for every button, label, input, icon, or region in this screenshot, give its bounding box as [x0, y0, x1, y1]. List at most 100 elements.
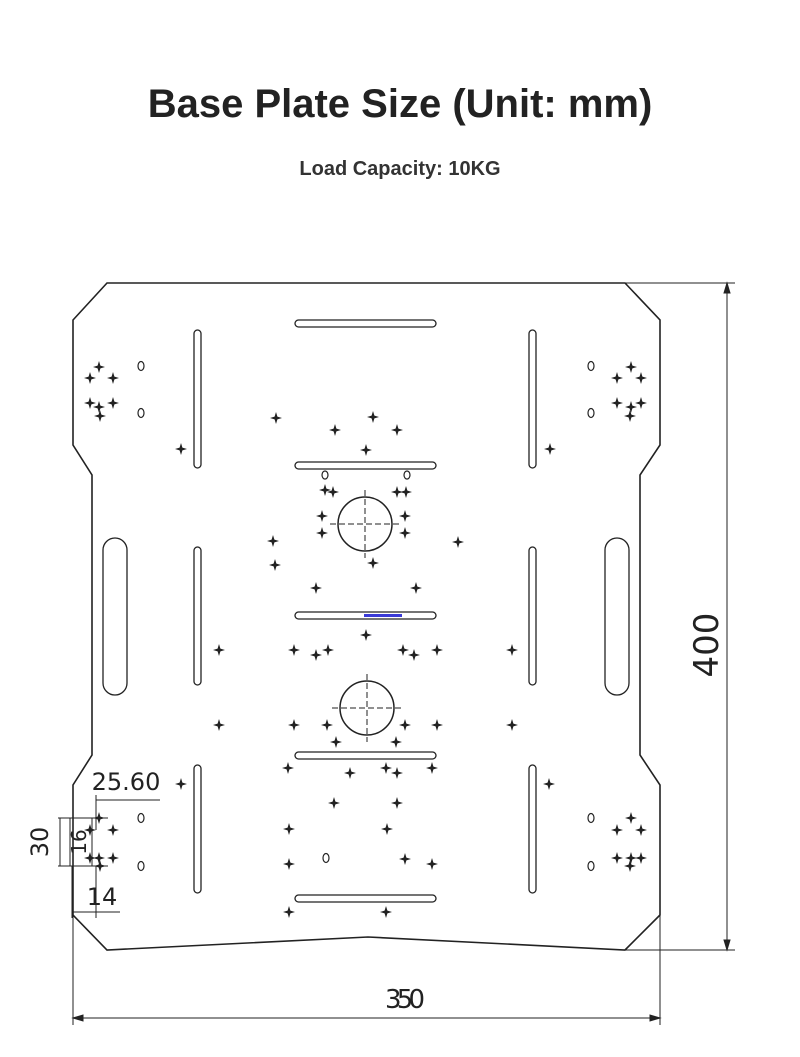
star-hole-icon	[107, 397, 119, 409]
height-dimension-label: 400	[687, 613, 727, 678]
slot	[193, 764, 202, 894]
oval-hole	[137, 407, 145, 419]
star-hole-icon	[316, 527, 328, 539]
star-hole-icon	[399, 510, 411, 522]
star-hole-icon	[93, 361, 105, 373]
star-hole-icon	[380, 762, 392, 774]
star-hole-icon	[213, 644, 225, 656]
star-hole-icon	[544, 443, 556, 455]
motor-holes	[337, 496, 395, 736]
slot	[528, 329, 537, 469]
circle-hole	[337, 496, 393, 552]
star-hole-icon	[269, 559, 281, 571]
star-hole-icon	[328, 797, 340, 809]
star-hole-icon	[390, 736, 402, 748]
slot	[294, 751, 437, 760]
star-hole-icon	[635, 397, 647, 409]
star-hole-icon	[367, 557, 379, 569]
star-hole-icon	[400, 486, 412, 498]
star-hole-icon	[84, 852, 96, 864]
star-hole-icon	[283, 823, 295, 835]
star-hole-icon	[431, 719, 443, 731]
star-hole-icon	[107, 372, 119, 384]
mounting-holes	[84, 361, 647, 918]
star-hole-icon	[367, 411, 379, 423]
star-hole-icon	[288, 719, 300, 731]
star-hole-icon	[397, 644, 409, 656]
star-hole-icon	[329, 424, 341, 436]
star-hole-icon	[327, 486, 339, 498]
oval-hole	[321, 470, 329, 480]
page-title: Base Plate Size (Unit: mm)	[147, 82, 653, 126]
star-hole-icon	[360, 629, 372, 641]
star-hole-icon	[611, 852, 623, 864]
oval-hole	[587, 407, 595, 419]
slot	[294, 319, 437, 328]
edge-offset-label: 14	[87, 883, 118, 911]
star-hole-icon	[267, 535, 279, 547]
star-hole-icon	[426, 858, 438, 870]
star-hole-icon	[391, 797, 403, 809]
star-hole-icon	[635, 372, 647, 384]
star-hole-icon	[213, 719, 225, 731]
slot	[294, 611, 437, 620]
star-hole-icon	[625, 812, 637, 824]
star-hole-icon	[408, 649, 420, 661]
hole-offset-label: 16	[67, 829, 91, 854]
star-hole-icon	[321, 719, 333, 731]
star-hole-icon	[611, 824, 623, 836]
star-hole-icon	[283, 858, 295, 870]
star-hole-icon	[426, 762, 438, 774]
star-hole-icon	[381, 823, 393, 835]
star-hole-icon	[624, 410, 636, 422]
star-hole-icon	[391, 424, 403, 436]
star-hole-icon	[344, 767, 356, 779]
oval-hole	[587, 812, 595, 824]
offset-dimension-label: 25.60	[92, 768, 161, 796]
horizontal-slots	[294, 319, 437, 903]
star-hole-icon	[391, 767, 403, 779]
star-hole-icon	[625, 401, 637, 413]
slot	[528, 764, 537, 894]
star-hole-icon	[282, 762, 294, 774]
star-hole-icon	[316, 510, 328, 522]
star-hole-icon	[399, 719, 411, 731]
star-hole-icon	[270, 412, 282, 424]
star-hole-icon	[107, 852, 119, 864]
star-hole-icon	[84, 397, 96, 409]
load-capacity-text: Load Capacity: 10KG	[299, 158, 501, 180]
center-lines	[330, 490, 402, 742]
star-hole-icon	[322, 644, 334, 656]
vertical-slots	[193, 329, 537, 894]
dimension-width	[71, 915, 662, 1025]
star-hole-icon	[431, 644, 443, 656]
star-hole-icon	[175, 778, 187, 790]
slot	[604, 537, 630, 696]
star-hole-icon	[611, 372, 623, 384]
slot	[102, 537, 128, 696]
dimension-height	[625, 281, 735, 952]
star-hole-icon	[625, 852, 637, 864]
star-hole-icon	[410, 582, 422, 594]
star-hole-icon	[452, 536, 464, 548]
slot	[294, 894, 437, 903]
dimension-hole-spacing	[58, 817, 120, 918]
star-hole-icon	[543, 778, 555, 790]
star-hole-icon	[310, 582, 322, 594]
oval-hole	[137, 360, 145, 372]
plate-outline	[72, 282, 661, 951]
star-hole-icon	[635, 824, 647, 836]
oval-hole	[137, 812, 145, 824]
star-hole-icon	[624, 860, 636, 872]
star-hole-icon	[399, 853, 411, 865]
star-hole-icon	[380, 906, 392, 918]
dimension-offset	[95, 795, 160, 830]
oval-hole	[587, 360, 595, 372]
star-hole-icon	[391, 486, 403, 498]
oval-hole	[322, 852, 330, 864]
star-hole-icon	[635, 852, 647, 864]
star-hole-icon	[283, 906, 295, 918]
star-hole-icon	[399, 527, 411, 539]
